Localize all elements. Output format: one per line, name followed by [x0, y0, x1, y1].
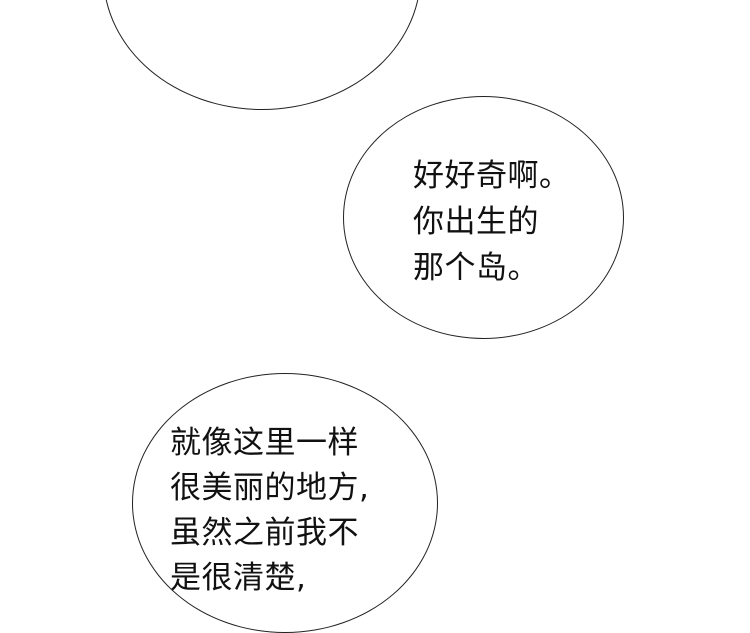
speech-bubble-bottom-text: 就像这里一样 很美丽的地方, 虽然之前我不 是很清楚, [170, 421, 369, 601]
bubble-line: 很美丽的地方, [170, 470, 370, 506]
bubble-line: 就像这里一样 [170, 425, 359, 461]
bubble-line: 那个岛。 [413, 250, 539, 286]
bubble-line: 好好奇啊。 [413, 158, 571, 194]
speech-bubble-middle: 好好奇啊。 你出生的 那个岛。 [343, 96, 624, 339]
speech-bubble-top: 去世了。 [103, 0, 421, 110]
bubble-line: 去世了。 [180, 0, 306, 10]
bubble-line: 你出生的 [413, 204, 539, 240]
bubble-line: 是很清楚, [170, 560, 307, 596]
speech-bubble-middle-text: 好好奇啊。 你出生的 那个岛。 [413, 153, 571, 291]
bubble-line: 虽然之前我不 [170, 515, 359, 551]
speech-bubble-bottom: 就像这里一样 很美丽的地方, 虽然之前我不 是很清楚, [132, 373, 438, 633]
speech-bubble-top-text: 去世了。 [180, 0, 306, 10]
